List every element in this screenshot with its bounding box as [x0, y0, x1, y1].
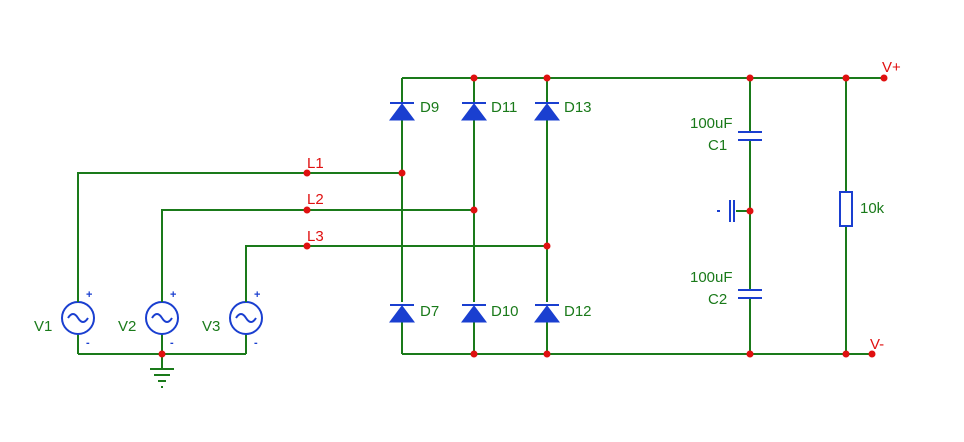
l3-wire	[245, 245, 547, 300]
v2-minus-sign: -	[170, 337, 174, 349]
v3-minus-sign: -	[254, 337, 258, 349]
l1-wire	[77, 172, 402, 300]
midpoint-stub-icon	[717, 200, 735, 222]
node	[398, 169, 406, 177]
source-v3	[229, 301, 263, 335]
v1-plus-sign: +	[86, 289, 92, 301]
node	[880, 74, 888, 82]
source-label-v2: V2	[118, 318, 136, 335]
diode-label-d13: D13	[564, 99, 592, 116]
source-v2	[145, 301, 179, 335]
node	[303, 206, 311, 214]
v3-plus-sign: +	[254, 289, 260, 301]
line-label-l3: L3	[307, 228, 324, 245]
source-label-v1: V1	[34, 318, 52, 335]
v1-minus-sign: -	[86, 337, 90, 349]
capacitor-c1	[738, 131, 762, 141]
terminal-label-negative: V-	[870, 336, 884, 353]
junction-nodes	[158, 74, 888, 358]
v2-plus-sign: +	[170, 289, 176, 301]
node	[746, 350, 754, 358]
diode-d13	[534, 102, 560, 121]
diode-d11	[461, 102, 487, 121]
resistor-10k	[839, 191, 853, 227]
diode-d12	[534, 304, 560, 323]
diode-label-d10: D10	[491, 303, 519, 320]
line-label-l2: L2	[307, 191, 324, 208]
diode-d10	[461, 304, 487, 323]
terminal-label-positive: V+	[882, 59, 901, 76]
node	[470, 350, 478, 358]
l2-wire	[161, 209, 474, 300]
node	[543, 242, 551, 250]
node	[842, 74, 850, 82]
node	[303, 169, 311, 177]
node	[470, 206, 478, 214]
node	[303, 242, 311, 250]
capacitor-value-c2: 100uF	[690, 269, 733, 286]
diode-d9	[389, 102, 415, 121]
node	[746, 74, 754, 82]
diode-label-d9: D9	[420, 99, 439, 116]
node	[470, 74, 478, 82]
node	[746, 207, 754, 215]
ground-icon	[150, 368, 174, 388]
capacitor-value-c1: 100uF	[690, 115, 733, 132]
node	[543, 74, 551, 82]
node	[842, 350, 850, 358]
node	[868, 350, 876, 358]
node	[543, 350, 551, 358]
source-label-v3: V3	[202, 318, 220, 335]
capacitor-label-c2: C2	[708, 291, 727, 308]
diode-label-d12: D12	[564, 303, 592, 320]
resistor-value-label: 10k	[860, 200, 885, 217]
node	[158, 350, 166, 358]
diode-label-d7: D7	[420, 303, 439, 320]
capacitor-label-c1: C1	[708, 137, 727, 154]
diode-label-d11: D11	[491, 99, 517, 116]
capacitor-c2	[738, 289, 762, 299]
source-v1	[61, 301, 95, 335]
line-label-l1: L1	[307, 155, 324, 172]
diode-d7	[389, 304, 415, 323]
